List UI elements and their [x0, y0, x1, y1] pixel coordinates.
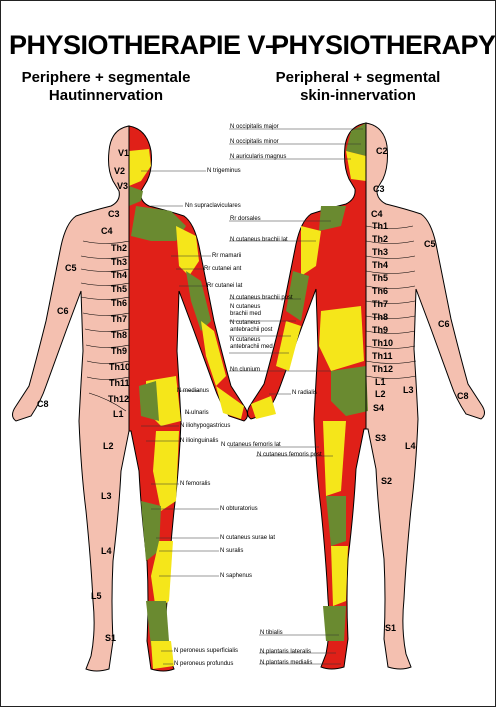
nerve-label: N medianus [177, 388, 210, 394]
segment-label: C5 [65, 263, 77, 273]
segment-label: Th10 [372, 338, 394, 348]
nerve-label: N radialis [292, 390, 318, 396]
segment-label: S3 [375, 433, 387, 443]
nerve-label: N saphenus [220, 573, 253, 579]
segment-label: L4 [405, 441, 416, 451]
nerve-label: N iliohypogastricus [180, 423, 231, 429]
segment-label: Th9 [372, 325, 389, 335]
segment-label: L3 [101, 491, 112, 501]
nerve-label: N tibialis [260, 630, 283, 636]
segment-label: Th7 [111, 314, 128, 324]
segment-label: Th6 [111, 298, 128, 308]
segment-label: L3 [403, 385, 414, 395]
nerve-label: Rr dorsales [230, 216, 261, 222]
nerve-label: N cutaneus surae lat [220, 535, 276, 541]
nerve-label: N cutaneus antebrachii post [230, 320, 273, 333]
nerve-label: N peroneus profundus [174, 661, 234, 667]
segment-label: C8 [457, 391, 469, 401]
segment-label: L1 [375, 377, 386, 387]
segment-label: C4 [101, 226, 113, 236]
segment-label: Th5 [372, 273, 389, 283]
segment-label: Th3 [111, 257, 128, 267]
nerve-label: N cutaneus brachii lat [230, 237, 288, 243]
nerve-label: N plantaris lateralis [260, 649, 312, 655]
segment-label: L2 [103, 441, 114, 451]
segment-label: C3 [373, 184, 385, 194]
nerve-label: N plantaris medialis [260, 660, 313, 666]
back-figure [247, 122, 485, 670]
segment-label: C5 [424, 239, 436, 249]
segment-label: Th11 [109, 378, 130, 388]
segment-label: L5 [91, 591, 102, 601]
segment-label: Th12 [108, 394, 130, 404]
segment-label: Th9 [111, 346, 128, 356]
segment-label: V1 [118, 148, 130, 158]
nerve-label: N peroneus superficialis [174, 648, 239, 654]
segment-label: Th8 [111, 330, 128, 340]
nerve-label: N cutaneus brachii post [230, 295, 293, 301]
nerve-label: N cutaneus femoris post [257, 452, 322, 458]
segment-label: C6 [438, 319, 450, 329]
nerve-label: Rr mamarii [212, 253, 242, 259]
segment-label: Th10 [109, 362, 131, 372]
nerve-label: Nn supraclaviculares [185, 203, 241, 209]
segment-label: V3 [117, 181, 129, 191]
segment-label: S2 [381, 476, 393, 486]
segment-label: S4 [373, 403, 385, 413]
nerve-label: Rr cutanei ant [204, 266, 242, 272]
nerve-label: Nn clunium [230, 367, 261, 373]
segment-label: C4 [371, 209, 383, 219]
nerve-label: N occipitalis major [230, 124, 279, 130]
segment-label: C2 [376, 146, 388, 156]
segment-label: Th7 [372, 299, 389, 309]
title-german: PHYSIOTHERAPIE V– [9, 30, 280, 60]
segment-label: C3 [108, 209, 120, 219]
segment-label: Th6 [372, 286, 389, 296]
segment-label: Th5 [111, 284, 128, 294]
nerve-label: N auricularis magnus [230, 154, 287, 160]
leader-lines [141, 128, 363, 665]
segment-label: L2 [375, 389, 386, 399]
nerve-label: N trigeminus [207, 168, 241, 174]
nerve-label: Rr cutanei lat [207, 283, 243, 289]
nerve-label: N cutaneus femoris lat [221, 442, 281, 448]
segment-label: Th1 [372, 221, 389, 231]
nerve-label: N ulnaris [185, 410, 209, 416]
segment-label: Th4 [111, 270, 128, 280]
segment-label: Th11 [372, 351, 393, 361]
segment-label: Th4 [372, 260, 389, 270]
nerve-label: N femoralis [180, 481, 211, 487]
nerve-label: N obturatorius [220, 506, 258, 512]
segment-label: S1 [105, 633, 117, 643]
segment-label: Th8 [372, 312, 389, 322]
nerve-label: N cutaneus antebrachii med [230, 337, 273, 350]
title-english: PHYSIOTHERAPY V [271, 30, 496, 60]
segment-label: Th2 [111, 243, 128, 253]
nerve-label: N cutaneus brachii med [230, 304, 262, 317]
segment-label: L4 [101, 546, 112, 556]
segment-label: Th3 [372, 247, 389, 257]
nerve-label: N ilioinguinalis [180, 438, 219, 444]
segment-label: C6 [57, 306, 69, 316]
segment-label: Th2 [372, 234, 389, 244]
segment-label: V2 [114, 166, 126, 176]
nerve-label: N occipitalis minor [230, 139, 279, 145]
segment-label: C8 [37, 399, 49, 409]
segment-label: Th12 [372, 364, 394, 374]
nerve-label: N suralis [220, 548, 244, 554]
segment-label: S1 [385, 623, 397, 633]
segment-label: L1 [113, 409, 124, 419]
